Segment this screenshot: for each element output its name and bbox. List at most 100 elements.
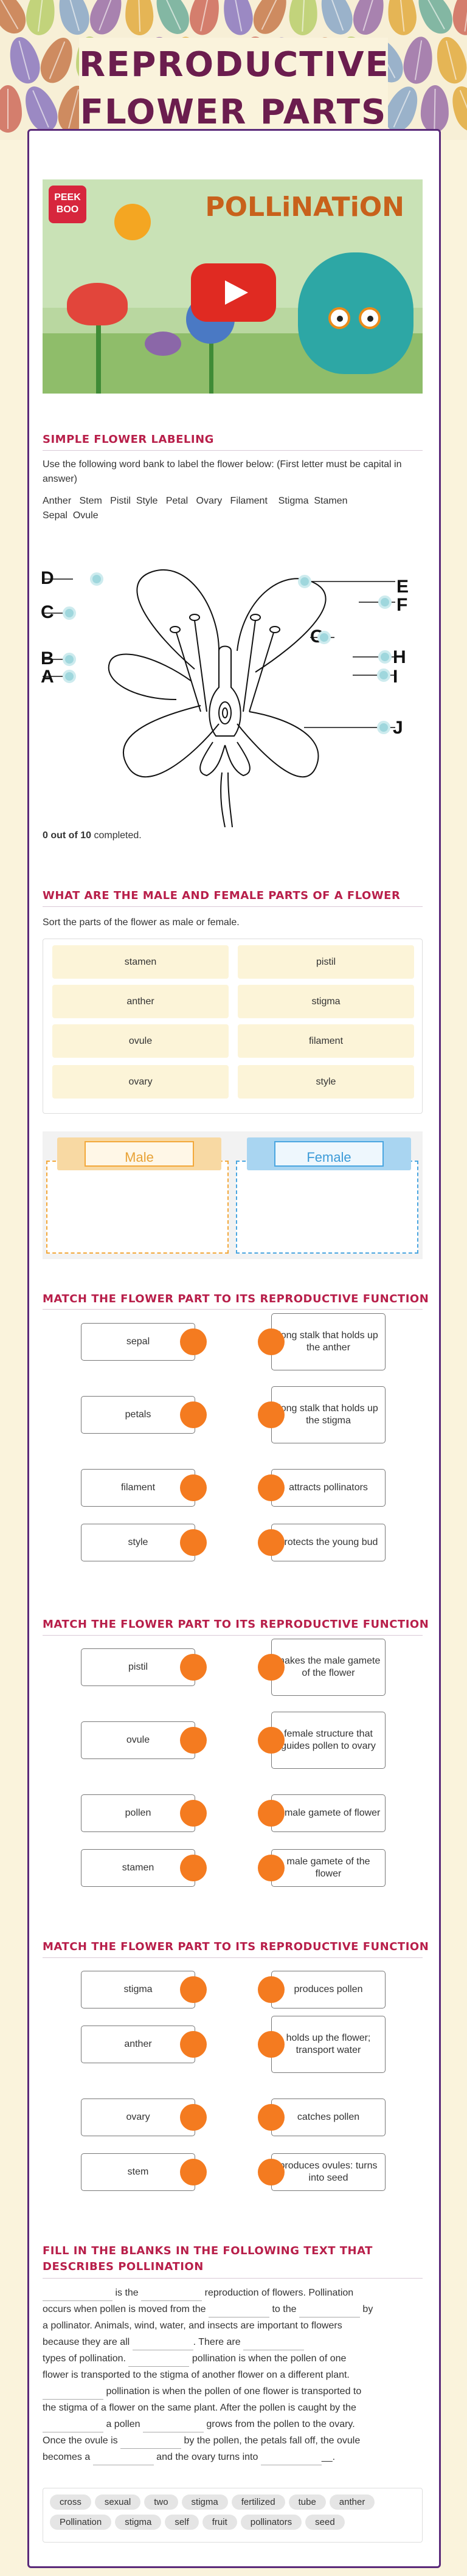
match-connector-dot[interactable] — [258, 1976, 285, 2003]
word-bank-pill[interactable]: cross — [50, 2494, 91, 2510]
blank-input[interactable] — [243, 2339, 305, 2350]
section-title-match-1: Match the flower part to its reproductiv… — [43, 1293, 429, 1305]
match-left-item[interactable]: stem — [81, 2153, 195, 2191]
match-right-item[interactable]: long stalk that holds up the anther — [271, 1313, 386, 1370]
word-bank-pill[interactable]: pollinators — [240, 2515, 302, 2530]
match-right-item[interactable]: long stalk that holds up the stigma — [271, 1386, 386, 1443]
answer-dot-c[interactable] — [63, 606, 76, 620]
sort-item[interactable]: ovule — [52, 1024, 229, 1058]
sort-item[interactable]: anther — [52, 985, 229, 1018]
answer-dot-e[interactable] — [298, 575, 311, 588]
blank-input[interactable] — [43, 2422, 103, 2432]
match-right-item[interactable]: catches pollen — [271, 2099, 386, 2136]
blank-input[interactable] — [142, 2422, 204, 2432]
match-connector-dot[interactable] — [180, 1328, 207, 1355]
blank-input[interactable] — [43, 2389, 103, 2400]
sort-item[interactable]: stamen — [52, 945, 229, 979]
match-right-item[interactable]: produces pollen — [271, 1971, 386, 2008]
blank-input[interactable] — [128, 2356, 190, 2367]
blank-input[interactable] — [209, 2307, 270, 2317]
match-right-item[interactable]: male gamete of the flower — [271, 1849, 386, 1887]
match-right-item[interactable]: attracts pollinators — [271, 1469, 386, 1507]
match-connector-dot[interactable] — [258, 2031, 285, 2058]
match-connector-dot[interactable] — [180, 2104, 207, 2131]
match-right-item[interactable]: makes the male gamete of the flower — [271, 1639, 386, 1696]
match-connector-dot[interactable] — [180, 1401, 207, 1428]
match-connector-dot[interactable] — [180, 2031, 207, 2058]
blank-input[interactable] — [141, 2290, 202, 2301]
female-bin[interactable] — [236, 1161, 418, 1254]
word-bank-pill[interactable]: anther — [329, 2494, 375, 2510]
match-left-item[interactable]: stigma — [81, 1971, 195, 2008]
match-right-item[interactable]: protects the young bud — [271, 1524, 386, 1561]
match-connector-dot[interactable] — [258, 1727, 285, 1754]
match-right-item[interactable]: holds up the flower; transport water — [271, 2016, 386, 2073]
match-right-item[interactable]: female structure that guides pollen to o… — [271, 1712, 386, 1769]
match-connector-dot[interactable] — [258, 1401, 285, 1428]
match-left-item[interactable]: pistil — [81, 1648, 195, 1686]
match-connector-dot[interactable] — [180, 1727, 207, 1754]
match-left-item[interactable]: filament — [81, 1469, 195, 1507]
word-bank-pill[interactable]: Pollination — [50, 2515, 112, 2530]
word-bank-pill[interactable]: self — [165, 2515, 199, 2530]
match-left-item[interactable]: pollen — [81, 1794, 195, 1832]
match-left-item[interactable]: sepal — [81, 1323, 195, 1361]
match-connector-dot[interactable] — [258, 2104, 285, 2131]
sort-item[interactable]: pistil — [238, 945, 414, 979]
word-bank-pill[interactable]: fruit — [202, 2515, 237, 2530]
word-bank-pill[interactable]: sexual — [94, 2494, 141, 2510]
sort-item[interactable]: ovary — [52, 1065, 229, 1099]
word-bank-pill[interactable]: tube — [288, 2494, 326, 2510]
word-bank-pill[interactable]: stigma — [115, 2515, 162, 2530]
match-right-item[interactable]: produces ovules: turns into seed — [271, 2153, 386, 2191]
match-connector-dot[interactable] — [258, 1654, 285, 1681]
blank-input[interactable] — [120, 2438, 182, 2449]
match-connector-dot[interactable] — [180, 1654, 207, 1681]
answer-dot-j[interactable] — [377, 721, 390, 734]
match-connector-dot[interactable] — [258, 1474, 285, 1501]
blank-input[interactable] — [43, 2290, 112, 2301]
blank-input[interactable] — [299, 2307, 360, 2317]
answer-dot-i[interactable] — [377, 668, 390, 682]
video-title: POLLiNATiON — [205, 192, 404, 223]
fill-text: is the — [115, 2288, 139, 2298]
match-connector-dot[interactable] — [258, 1529, 285, 1556]
match-left-item[interactable]: ovary — [81, 2099, 195, 2136]
male-bin[interactable] — [46, 1161, 229, 1254]
answer-dot-g[interactable] — [317, 631, 331, 644]
answer-dot-d[interactable] — [90, 572, 103, 586]
match-connector-dot[interactable] — [258, 1328, 285, 1355]
match-left-item[interactable]: style — [81, 1524, 195, 1561]
match-connector-dot[interactable] — [180, 1855, 207, 1881]
match-connector-dot[interactable] — [180, 1474, 207, 1501]
sort-item[interactable]: filament — [238, 1024, 414, 1058]
sort-item[interactable]: stigma — [238, 985, 414, 1018]
play-icon[interactable] — [191, 263, 276, 322]
sort-item[interactable]: style — [238, 1065, 414, 1099]
match-connector-dot[interactable] — [180, 1529, 207, 1556]
match-left-item[interactable]: stamen — [81, 1849, 195, 1887]
match-left-item[interactable]: petals — [81, 1396, 195, 1434]
match-connector-dot[interactable] — [180, 1976, 207, 2003]
match-connector-dot[interactable] — [258, 2159, 285, 2185]
blank-input[interactable] — [260, 2454, 322, 2465]
match-left-item[interactable]: anther — [81, 2026, 195, 2063]
match-right-item[interactable]: female gamete of flower — [271, 1794, 386, 1832]
answer-dot-a[interactable] — [63, 670, 76, 683]
answer-dot-h[interactable] — [378, 650, 392, 664]
match-connector-dot[interactable] — [180, 2159, 207, 2185]
word-bank-pill[interactable]: fertilized — [231, 2494, 285, 2510]
blank-input[interactable] — [132, 2339, 193, 2350]
answer-dot-f[interactable] — [378, 595, 392, 609]
word-bank-pill[interactable]: seed — [305, 2515, 345, 2530]
video-thumbnail[interactable]: PEEK BOO POLLiNATiON — [43, 179, 423, 394]
blank-input[interactable] — [92, 2454, 154, 2465]
answer-dot-b[interactable] — [63, 653, 76, 666]
sort-items-box: stamen pistil anther stigma ovule filame… — [43, 939, 423, 1114]
match-connector-dot[interactable] — [258, 1800, 285, 1827]
word-bank-pill[interactable]: stigma — [181, 2494, 228, 2510]
match-left-item[interactable]: ovule — [81, 1721, 195, 1759]
match-connector-dot[interactable] — [258, 1855, 285, 1881]
match-connector-dot[interactable] — [180, 1800, 207, 1827]
word-bank-pill[interactable]: two — [144, 2494, 178, 2510]
